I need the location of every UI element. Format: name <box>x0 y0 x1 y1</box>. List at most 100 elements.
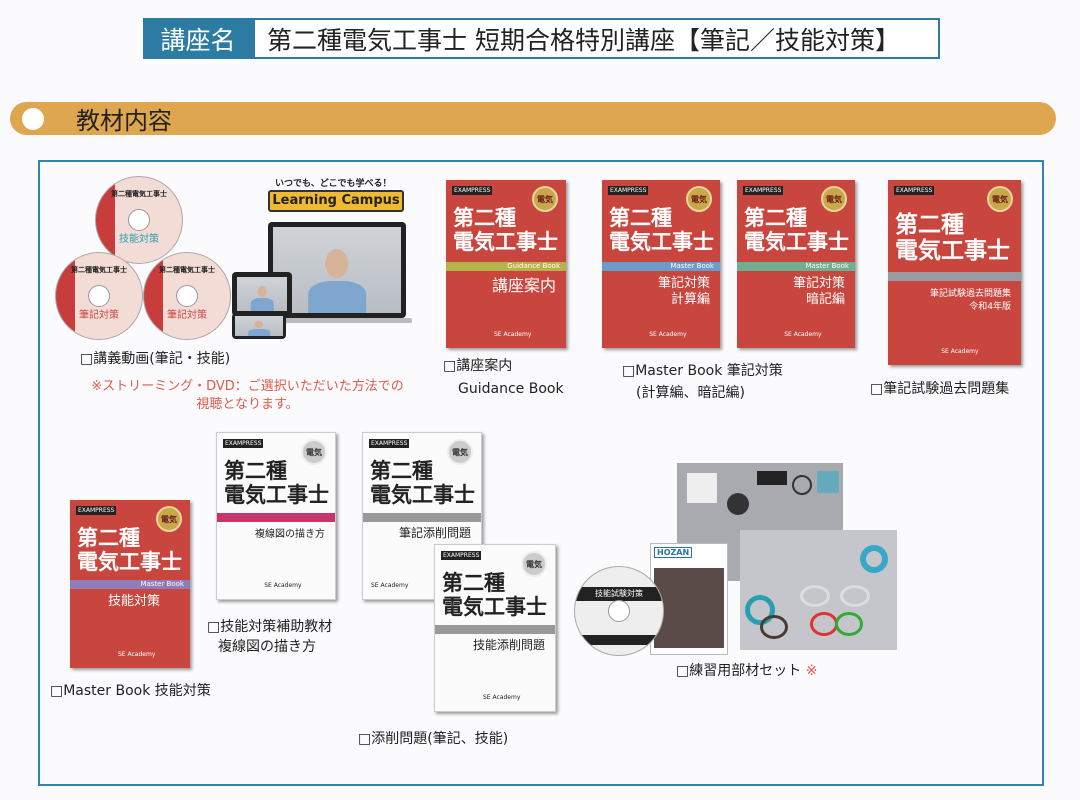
brand: EXAMPRESS <box>452 186 493 195</box>
publisher: SE Academy <box>264 582 302 589</box>
brand: EXAMPRESS <box>441 551 482 560</box>
cover-title: 電気工事士 <box>442 595 547 619</box>
laptop-base <box>262 318 412 323</box>
brand: EXAMPRESS <box>223 439 264 448</box>
cover-title: 第二種 <box>895 212 964 238</box>
seal: 電気 <box>521 551 547 577</box>
learning-campus-bubble: Learning Campus <box>268 190 404 212</box>
cover-title: 第二種 <box>744 206 807 230</box>
cover-subtitle: 令和4年版 <box>969 302 1011 312</box>
video-note: ※ストリーミング・DVD：ご選択いただいた方法での視聴となります。 <box>75 378 420 414</box>
disc-title: 第二種電気工事士 <box>111 190 167 198</box>
course-name-label: 講座名 <box>143 18 253 59</box>
cover-band: Master Book <box>70 580 190 589</box>
parts-wires-photo <box>740 530 897 650</box>
publisher: SE Academy <box>371 582 409 589</box>
note-mark: ※ <box>805 663 818 679</box>
publisher: SE Academy <box>649 331 687 338</box>
cover-subtitle: 計算編 <box>670 292 710 307</box>
wiring-label: □技能対策補助教材 <box>207 619 333 635</box>
dvd-disc: 第二種電気工事士筆記対策 <box>55 252 143 340</box>
guidance-label: □講座案内 <box>443 358 513 374</box>
publisher: SE Academy <box>494 331 532 338</box>
cover-subtitle: 複線図の描き方 <box>255 529 325 540</box>
brand: EXAMPRESS <box>369 439 410 448</box>
cover-title: 電気工事士 <box>453 230 558 254</box>
cover-subtitle: 筆記添削問題 <box>398 526 471 540</box>
section-header: 教材内容 <box>10 102 1056 135</box>
seal: 電気 <box>686 186 712 212</box>
cover-title: 第二種 <box>224 459 287 483</box>
brand: EXAMPRESS <box>894 186 935 195</box>
dvd-disc: 第二種電気工事士筆記対策 <box>143 252 231 340</box>
publisher: SE Academy <box>941 348 979 355</box>
cover-subtitle: 講座案内 <box>491 276 556 295</box>
disc-label: 筆記対策 <box>79 310 119 321</box>
disc-title: 第二種電気工事士 <box>159 266 215 274</box>
cover-title: 電気工事士 <box>895 238 1010 264</box>
note-line: 視聴となります。 <box>196 397 299 412</box>
parts-cd: 技能試験対策 <box>574 566 664 656</box>
cover-title: 電気工事士 <box>744 230 849 254</box>
note-line: ※ストリーミング・DVD：ご選択いただいた方法での <box>91 379 404 394</box>
tagline: いつでも、どこでも学べる！ <box>275 179 392 189</box>
seal: 電気 <box>987 186 1013 212</box>
master-label: □Master Book 筆記対策 <box>622 363 783 379</box>
disc-label: 技能対策 <box>119 234 159 245</box>
publisher: SE Academy <box>118 651 156 658</box>
parts-label-text: □練習用部材セット <box>676 663 802 679</box>
brand: EXAMPRESS <box>76 506 117 515</box>
cover-subtitle: 暗記編 <box>805 292 845 307</box>
cover-subtitle: 筆記対策 <box>792 276 845 291</box>
cover-subtitle: 技能添削問題 <box>472 638 545 652</box>
seal: 電気 <box>447 439 473 465</box>
section-title: 教材内容 <box>76 107 172 135</box>
book-past-exams: EXAMPRESS 電気 第二種電気工事士 筆記試験過去問題集令和4年版 SE A… <box>888 180 1021 365</box>
hozan-logo: HOZAN <box>654 547 693 558</box>
cover-title: 電気工事士 <box>609 230 714 254</box>
cover-title: 第二種 <box>370 459 433 483</box>
cd-title: 技能試験対策 <box>575 587 663 601</box>
past-exams-label: □筆記試験過去問題集 <box>870 381 1010 397</box>
cover-title: 第二種 <box>609 206 672 230</box>
cover-subtitle: 技能対策 <box>107 594 160 609</box>
parts-label: □練習用部材セット ※ <box>676 660 817 682</box>
wiring-label: 複線図の描き方 <box>218 639 316 655</box>
master-skill-label: □Master Book 技能対策 <box>50 683 211 699</box>
course-title: 第二種電気工事士 短期合格特別講座【筆記／技能対策】 <box>253 18 940 59</box>
cover-title: 電気工事士 <box>224 483 329 507</box>
video-label: □講義動画(筆記・技能) <box>80 351 231 367</box>
cover-title: 電気工事士 <box>77 550 182 574</box>
bullet-icon <box>22 107 44 130</box>
seal: 電気 <box>301 439 327 465</box>
phone-screen <box>232 313 286 339</box>
cover-subtitle: 筆記試験過去問題集 <box>929 289 1011 299</box>
book-wiring-diagram: EXAMPRESS 電気 第二種電気工事士 複線図の描き方 SE Academy <box>216 432 336 600</box>
materials-frame <box>38 160 1044 786</box>
disc-title: 第二種電気工事士 <box>71 266 127 274</box>
tablet-screen <box>232 272 292 316</box>
cover-title: 第二種 <box>453 206 516 230</box>
seal: 電気 <box>821 186 847 212</box>
seal: 電気 <box>532 186 558 212</box>
cover-band: Master Book <box>737 262 855 271</box>
book-master-skill: EXAMPRESS 電気 第二種電気工事士 Master Book 技能対策 SE… <box>70 500 190 668</box>
cover-title: 第二種 <box>442 571 505 595</box>
cover-band: Guidance Book <box>446 262 566 271</box>
book-master-calc: EXAMPRESS 電気 第二種電気工事士 Master Book 筆記対策計算編… <box>602 180 720 348</box>
tensaku-label: □添削問題(筆記、技能) <box>358 731 509 747</box>
book-written-tensaku: EXAMPRESS 電気 第二種電気工事士 筆記添削問題 SE Academy <box>362 432 482 600</box>
dvd-disc: 第二種電気工事士技能対策 <box>95 176 183 264</box>
cover-title: 電気工事士 <box>370 483 475 507</box>
seal: 電気 <box>156 506 182 532</box>
brand: EXAMPRESS <box>608 186 649 195</box>
publisher: SE Academy <box>784 331 822 338</box>
cover-title: 第二種 <box>77 526 140 550</box>
parts-booklet: HOZAN <box>650 543 728 655</box>
cover-band: Master Book <box>602 262 720 271</box>
cover-subtitle: 筆記対策 <box>657 276 710 291</box>
master-label: (計算編、暗記編) <box>636 385 745 401</box>
